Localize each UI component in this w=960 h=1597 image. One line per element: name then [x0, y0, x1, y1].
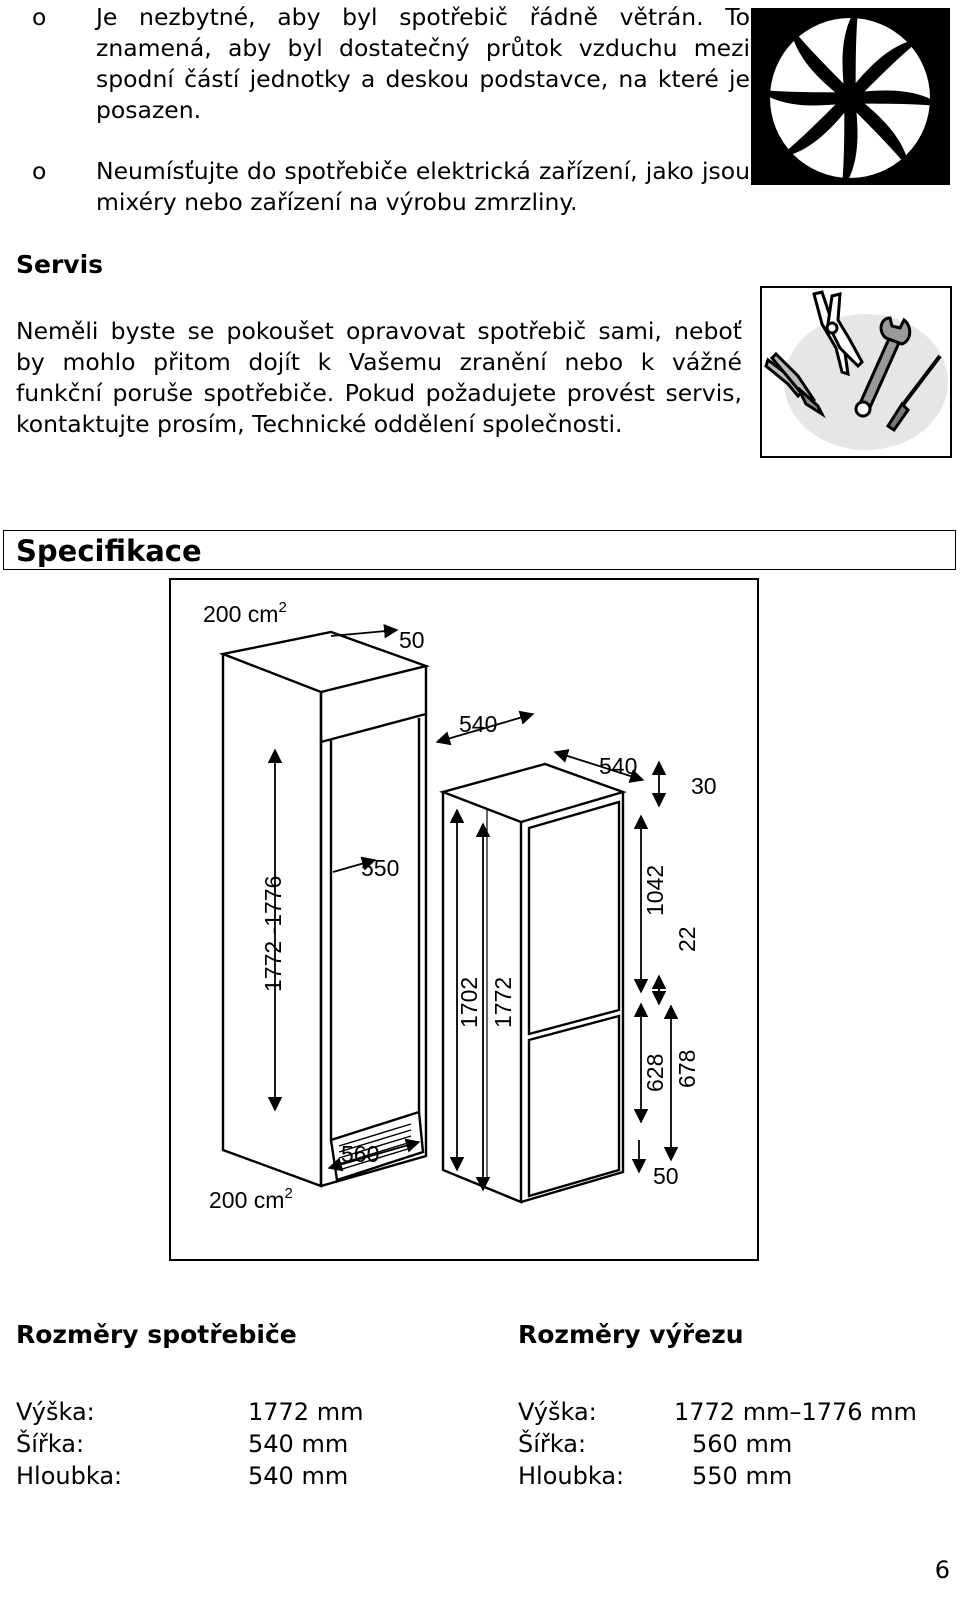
- ventilation-bullets: o Je nezbytné, aby byl spotřebič řádně v…: [30, 2, 750, 218]
- specifikace-heading-box: Specifikace: [3, 530, 956, 570]
- label-gap-top: 50: [399, 627, 425, 653]
- table-row: Šířka: 560 mm: [518, 1428, 917, 1460]
- cutout-dimensions-heading: Rozměry výřezu: [518, 1320, 744, 1349]
- specifikace-heading: Specifikace: [16, 534, 202, 568]
- label-niche-height: 1772 -1776: [260, 876, 286, 992]
- label-lower-total: 678: [674, 1050, 700, 1088]
- label-mid-gap: 22: [674, 926, 700, 952]
- bullet-item: o Je nezbytné, aby byl spotřebič řádně v…: [30, 2, 750, 126]
- dim-label: Šířka:: [518, 1430, 587, 1458]
- bullet-text: Je nezbytné, aby byl spotřebič řádně vět…: [96, 3, 750, 124]
- bullet-mark: o: [32, 3, 47, 31]
- label-appl-width: 540: [459, 711, 497, 737]
- label-vent-bottom: 200 cm2: [209, 1185, 293, 1213]
- servis-heading: Servis: [16, 250, 104, 279]
- dim-value: 550 mm: [692, 1462, 793, 1490]
- label-vent-top: 200 cm2: [203, 599, 287, 627]
- dim-label: Hloubka:: [518, 1462, 625, 1490]
- label-niche-depth: 550: [361, 855, 399, 881]
- bullet-mark: o: [32, 157, 47, 185]
- dim-label: Výška:: [518, 1398, 597, 1426]
- dim-value: 560 mm: [692, 1430, 793, 1458]
- label-bottom-gap: 50: [653, 1163, 679, 1189]
- dim-value: 540 mm: [248, 1430, 349, 1458]
- label-top-clearance: 30: [691, 773, 717, 799]
- label-niche-width: 560: [341, 1141, 379, 1167]
- label-appl-depth: 540: [599, 753, 637, 779]
- dim-label: Hloubka:: [16, 1462, 123, 1490]
- bullet-item: o Neumísťujte do spotřebiče elektrická z…: [30, 156, 750, 218]
- servis-text: Neměli byste se pokoušet opravovat spotř…: [16, 317, 742, 438]
- table-row: Šířka: 540 mm: [16, 1428, 363, 1460]
- cutout-dimensions-table: Výška: 1772 mm–1776 mm Šířka: 560 mm Hlo…: [518, 1396, 917, 1492]
- dimensions-diagram: 200 cm2 50 1772 -1776 550 560 200 cm2 54…: [169, 578, 759, 1261]
- label-door-height: 1702: [456, 977, 482, 1028]
- table-row: Výška: 1772 mm–1776 mm: [518, 1396, 917, 1428]
- dim-value: 1772 mm–1776 mm: [674, 1398, 917, 1426]
- dim-label: Výška:: [16, 1398, 95, 1426]
- table-row: Hloubka: 540 mm: [16, 1460, 363, 1492]
- dim-value: 540 mm: [248, 1462, 349, 1490]
- label-upper-height: 1042: [642, 865, 668, 916]
- tools-icon: [760, 286, 952, 458]
- label-total-height: 1772: [490, 977, 516, 1028]
- dim-label: Šířka:: [16, 1430, 85, 1458]
- appliance-dimensions-table: Výška: 1772 mm Šířka: 540 mm Hloubka: 54…: [16, 1396, 363, 1492]
- fan-icon: [751, 4, 950, 192]
- table-row: Výška: 1772 mm: [16, 1396, 363, 1428]
- dim-value: 1772 mm: [248, 1398, 364, 1426]
- bullet-text: Neumísťujte do spotřebiče elektrická zař…: [96, 157, 750, 216]
- page-number: 6: [934, 1556, 950, 1584]
- appliance-dimensions-heading: Rozměry spotřebiče: [16, 1320, 297, 1349]
- table-row: Hloubka: 550 mm: [518, 1460, 917, 1492]
- label-lower-height: 628: [642, 1054, 668, 1092]
